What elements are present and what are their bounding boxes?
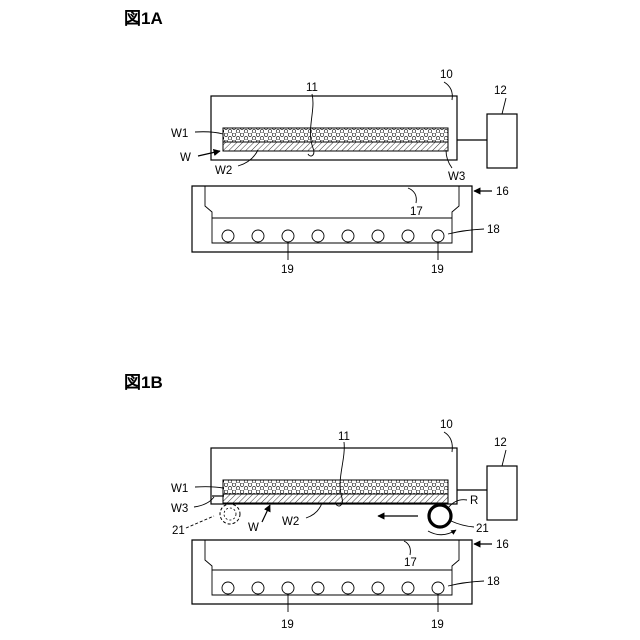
rotation-arrow	[428, 530, 456, 535]
figure-1b: 図1B	[124, 373, 517, 631]
layer-w1	[223, 128, 448, 142]
label-roller-left: 19	[281, 264, 294, 276]
leader-17	[404, 541, 410, 555]
roller	[402, 582, 414, 594]
roller	[432, 582, 444, 594]
leader-21-right	[451, 521, 474, 527]
roller-21-end	[429, 505, 451, 527]
label-floor: 17	[404, 557, 417, 569]
leader-21-left	[186, 516, 214, 528]
roller	[402, 230, 414, 242]
label-w2: W2	[282, 516, 299, 528]
label-w1: W1	[171, 128, 188, 140]
roller	[312, 230, 324, 242]
label-holder: 10	[440, 69, 453, 81]
label-roller-right: 19	[431, 619, 444, 631]
label-heater: 18	[487, 224, 500, 236]
roller	[372, 230, 384, 242]
figure-1b-title: 図1B	[124, 373, 163, 392]
roller	[312, 582, 324, 594]
label-roller-right: 19	[431, 264, 444, 276]
figure-1a: 図1A	[124, 9, 517, 276]
roller	[342, 582, 354, 594]
roller	[372, 582, 384, 594]
label-w3: W3	[171, 503, 188, 515]
label-roller-left: 19	[281, 619, 294, 631]
leader-w2	[238, 150, 258, 166]
layer-w2	[223, 142, 448, 151]
arrow-w	[262, 505, 270, 522]
leader-17	[408, 188, 416, 203]
layer-w2	[223, 494, 448, 503]
leader-w1	[195, 487, 223, 488]
roller-row	[222, 230, 444, 242]
leader-w2	[306, 503, 322, 518]
roller	[252, 582, 264, 594]
label-unit: 12	[494, 437, 507, 449]
label-21-right: 21	[476, 523, 489, 535]
leader-w3	[446, 150, 452, 168]
label-surface: 11	[306, 82, 318, 94]
label-tray: 16	[496, 186, 509, 198]
roller	[342, 230, 354, 242]
layer-w1	[223, 480, 448, 494]
label-w3: W3	[448, 171, 465, 183]
tray-outer	[192, 540, 472, 604]
label-w2: W2	[215, 165, 232, 177]
label-surface: 11	[338, 431, 350, 443]
label-heater: 18	[487, 576, 500, 588]
leader-w1	[195, 132, 223, 134]
roller-row	[222, 582, 444, 594]
roller	[222, 582, 234, 594]
roller	[432, 230, 444, 242]
label-w: W	[248, 522, 259, 534]
label-21-left: 21	[172, 525, 185, 537]
leader-10	[444, 82, 452, 100]
control-unit-box	[487, 114, 517, 168]
roller	[252, 230, 264, 242]
label-w: W	[180, 152, 191, 164]
roller-21-start	[220, 504, 240, 524]
arrow-w	[198, 151, 220, 156]
control-unit-box	[487, 466, 517, 520]
label-r: R	[470, 495, 478, 507]
figure-1a-title: 図1A	[124, 9, 163, 28]
label-holder: 10	[440, 419, 453, 431]
tray-outer	[192, 186, 472, 252]
roller	[282, 230, 294, 242]
label-unit: 12	[494, 85, 507, 97]
label-w1: W1	[171, 483, 188, 495]
roller	[222, 230, 234, 242]
leader-12	[502, 98, 506, 114]
roller	[282, 582, 294, 594]
label-floor: 17	[410, 206, 423, 218]
label-tray: 16	[496, 539, 509, 551]
leader-12	[502, 450, 506, 466]
tray-inner-wall	[205, 540, 459, 595]
leader-18	[448, 229, 484, 234]
roller-21-start-core	[224, 508, 236, 520]
leader-18	[448, 581, 484, 586]
leader-10	[444, 432, 452, 452]
